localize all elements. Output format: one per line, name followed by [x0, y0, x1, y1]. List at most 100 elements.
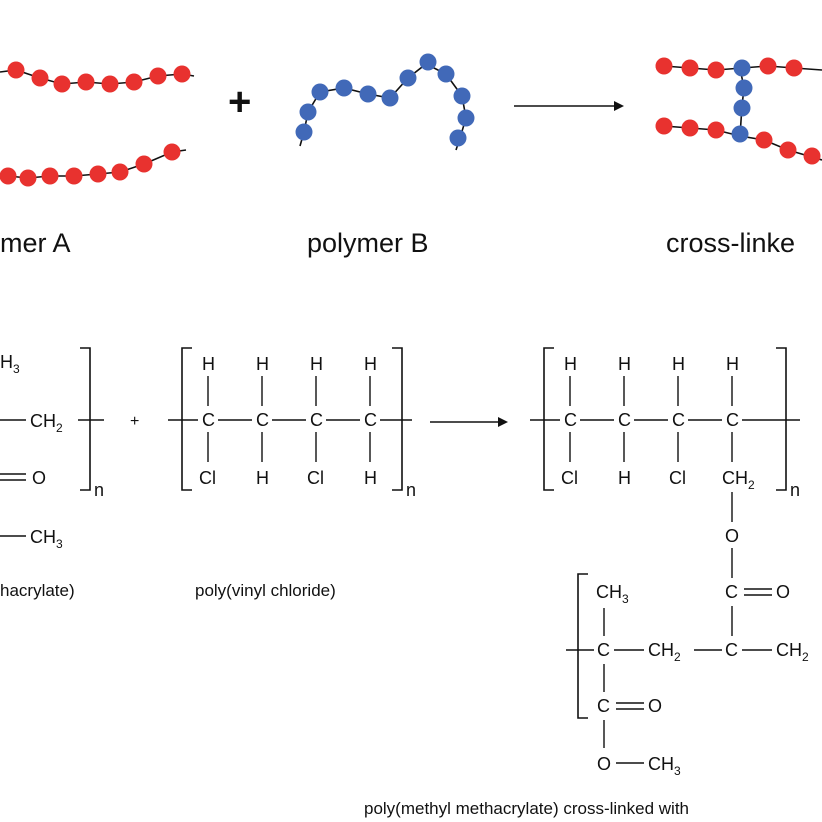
- bead: [735, 79, 753, 97]
- pvc-structure: n H H H H C C C C Cl H Cl H: [168, 347, 416, 500]
- crosslink-bridge: [739, 67, 745, 137]
- bead: [0, 167, 17, 185]
- bead: [755, 131, 773, 149]
- crosslinked-beads-blue: [731, 59, 753, 143]
- atom-label: CH2: [648, 640, 681, 664]
- bead: [311, 83, 329, 101]
- product-pvc-part: n H H H H C C C C Cl H Cl CH2: [530, 347, 800, 500]
- atom-label: C: [725, 640, 738, 660]
- bead: [681, 59, 699, 77]
- bead: [381, 89, 399, 107]
- plus-sign-top: +: [228, 80, 251, 124]
- bead: [449, 129, 467, 147]
- label-polymer-b: polymer B: [307, 228, 429, 258]
- bead: [779, 141, 797, 159]
- atom-label: H: [618, 354, 631, 374]
- atom-label: C: [726, 410, 739, 430]
- atom-label: H3: [0, 352, 20, 376]
- bead: [163, 143, 181, 161]
- atom-label: C: [256, 410, 269, 430]
- bead: [733, 99, 751, 117]
- atom-label: C: [725, 582, 738, 602]
- bead: [359, 85, 377, 103]
- bead: [803, 147, 821, 165]
- atom-label: CH2: [776, 640, 809, 664]
- atom-label: O: [776, 582, 790, 602]
- bracket-left: [181, 347, 192, 491]
- polymer-a-beads: [0, 61, 191, 187]
- bead: [111, 163, 129, 181]
- atom-label: CH2: [30, 411, 63, 435]
- atom-label: CH3: [30, 527, 63, 551]
- atom-label: Cl: [199, 468, 216, 488]
- atom-label: H: [310, 354, 323, 374]
- polymer-a-chains: [0, 61, 195, 187]
- atom-label: H: [364, 468, 377, 488]
- bead: [89, 165, 107, 183]
- atom-label: C: [597, 696, 610, 716]
- label-crosslinked: cross-linke: [666, 228, 795, 258]
- atom-label: Cl: [307, 468, 324, 488]
- atom-label: C: [310, 410, 323, 430]
- bead: [7, 61, 25, 79]
- atom-label: Cl: [669, 468, 686, 488]
- label-polymer-a: mer A: [0, 228, 71, 258]
- repeat-n: n: [94, 480, 104, 500]
- bead: [399, 69, 417, 87]
- atom-label: H: [256, 468, 269, 488]
- bead: [681, 119, 699, 137]
- atom-label: C: [364, 410, 377, 430]
- atom-label: H: [618, 468, 631, 488]
- bead: [125, 73, 143, 91]
- bead: [101, 75, 119, 93]
- atom-label: C: [597, 640, 610, 660]
- bead: [135, 155, 153, 173]
- atom-label: O: [32, 468, 46, 488]
- bracket-right: [776, 347, 787, 491]
- atom-label: C: [564, 410, 577, 430]
- polymer-a-chain-lower: [0, 149, 187, 179]
- atom-label: C: [618, 410, 631, 430]
- atom-label: CH3: [596, 582, 629, 606]
- bracket-right: [80, 347, 91, 491]
- bead: [77, 73, 95, 91]
- bead: [299, 103, 317, 121]
- atom-label: Cl: [561, 468, 578, 488]
- bead: [53, 75, 71, 93]
- polymer-b-beads: [295, 53, 475, 147]
- bead: [149, 67, 167, 85]
- polymer-a-chain-upper: [0, 69, 195, 85]
- bead: [785, 59, 803, 77]
- atom-label: H: [256, 354, 269, 374]
- atom-label: O: [648, 696, 662, 716]
- bead: [295, 123, 313, 141]
- bead: [707, 121, 725, 139]
- crosslinked-chains: [655, 57, 822, 165]
- bead: [173, 65, 191, 83]
- bracket-right: [392, 347, 403, 491]
- atom-label: C: [672, 410, 685, 430]
- atom-label: H: [202, 354, 215, 374]
- bead: [655, 117, 673, 135]
- bead: [31, 69, 49, 87]
- bead: [733, 59, 751, 77]
- repeat-n: n: [790, 480, 800, 500]
- label-pmma: hacrylate): [0, 581, 75, 600]
- atom-label: O: [725, 526, 739, 546]
- bead: [335, 79, 353, 97]
- bead: [707, 61, 725, 79]
- bead: [759, 57, 777, 75]
- bead: [41, 167, 59, 185]
- bracket-left: [543, 347, 554, 491]
- atom-label: H: [672, 354, 685, 374]
- label-product: poly(methyl methacrylate) cross-linked w…: [364, 799, 689, 818]
- label-pvc: poly(vinyl chloride): [195, 581, 336, 600]
- bead: [655, 57, 673, 75]
- crosslinked-beads-red: [655, 57, 821, 165]
- atom-label: H: [364, 354, 377, 374]
- bead: [65, 167, 83, 185]
- bead: [419, 53, 437, 71]
- polymer-b-chain: [295, 53, 475, 151]
- atom-label: H: [564, 354, 577, 374]
